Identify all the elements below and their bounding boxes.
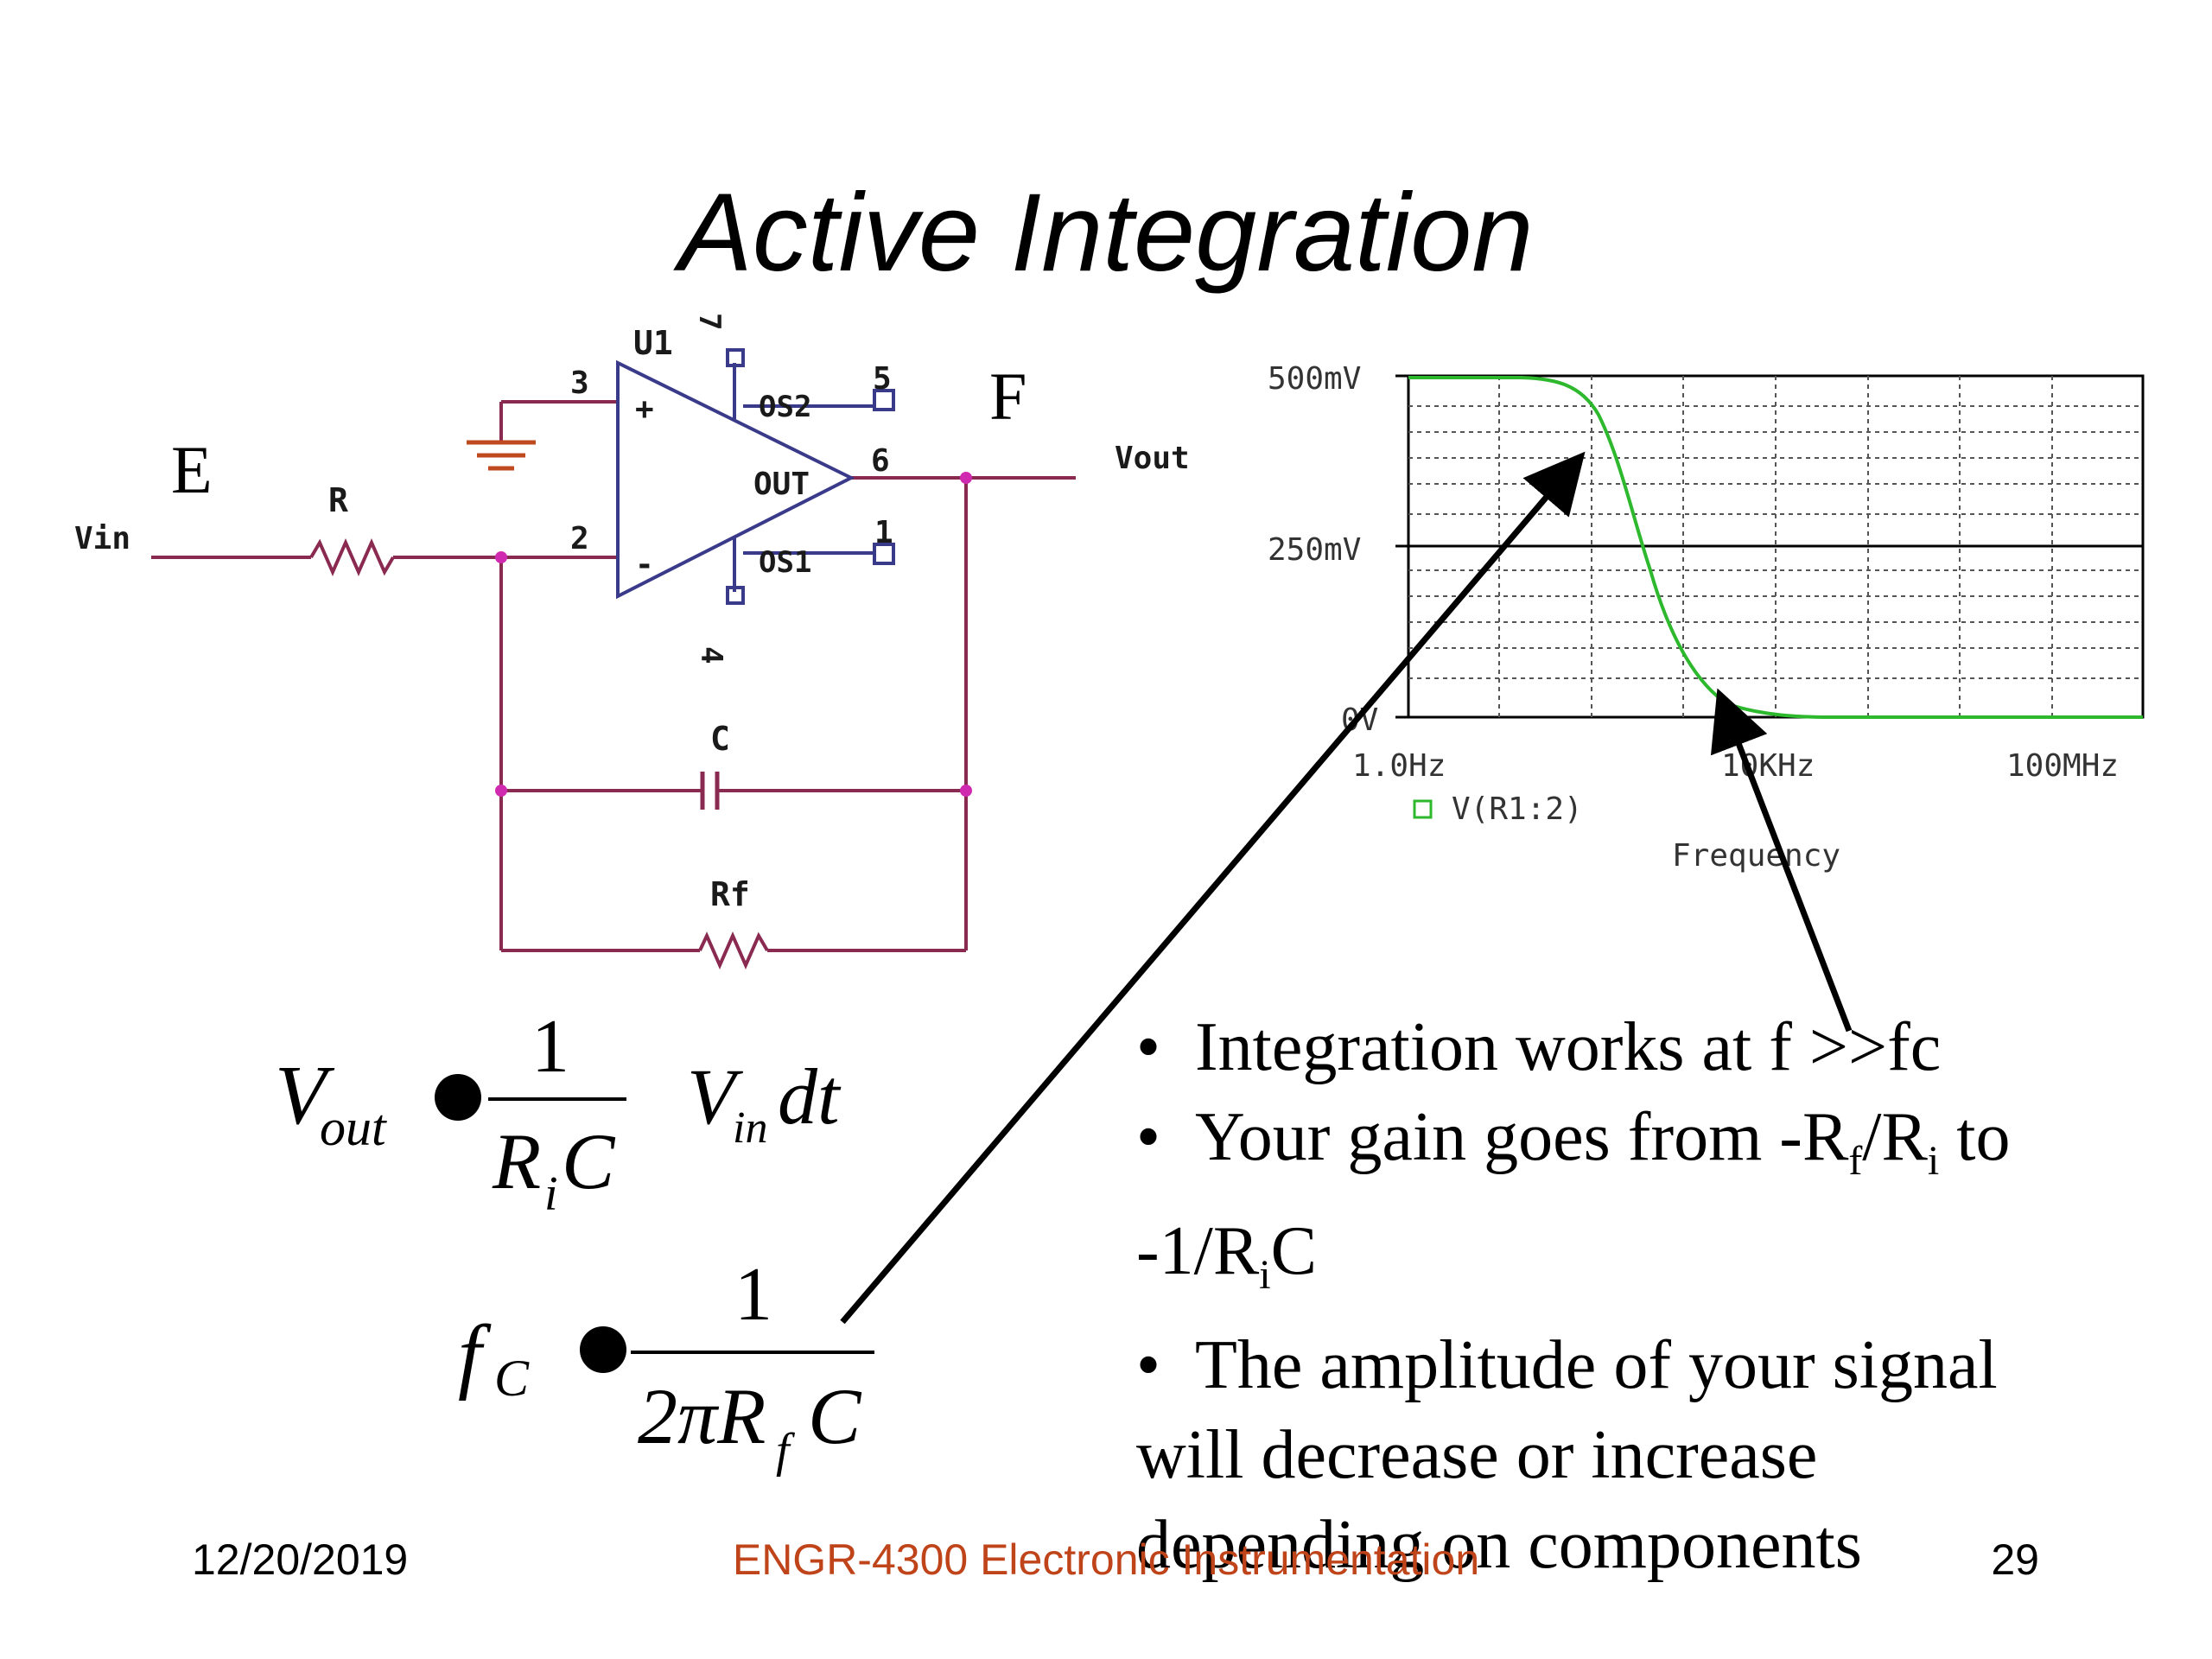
plus-input-label: + [635,391,654,427]
equals-symbol [435,1074,481,1121]
bullet-2-sub-i2: i [1259,1252,1271,1298]
equals-symbol [580,1326,626,1373]
bullet-2-text-d: -1/R [1136,1213,1260,1289]
fc-denominator: 2πR [638,1372,766,1460]
bullet-2-text-a: Your gain goes from -R [1195,1099,1849,1175]
resistor-rf-label: Rf [710,875,750,913]
node-f-label: F [989,359,1027,434]
bullet-2-text-c: to [1939,1099,2011,1175]
vout-denominator: R [492,1117,541,1205]
fc-numerator: 1 [734,1253,772,1337]
slide-title: Active Integration [678,171,1534,295]
differential: dt [778,1052,842,1141]
pin-4-label: 4 [694,646,728,664]
bullet-3-line-3: depending on components [1136,1500,2173,1590]
os1-label: OS1 [759,545,811,580]
vout-label: Vout [1115,441,1190,476]
y-tick-250mv: 250mV [1268,532,1361,568]
fc-symbol: f [458,1308,492,1402]
x-axis-label: Frequency [1672,838,1840,874]
vout-symbol: V [275,1049,335,1142]
bullet-2-sub-i: i [1927,1138,1940,1184]
integrand-symbol: V [687,1052,744,1141]
pin-3-label: 3 [570,365,589,401]
pin-2-label: 2 [570,521,589,556]
pin-1-label: 1 [874,515,893,550]
integrand-subscript: in [733,1103,767,1153]
bullet-list: • Integration works at f >>fc • Your gai… [1136,1002,2173,1590]
out-pin-label: OUT [753,467,810,502]
footer-course-title: ENGR-4300 Electronic Instrumentation [732,1535,1480,1584]
fc-denominator-sub: f [776,1424,796,1478]
bullet-3-line-2: will decrease or increase [1136,1410,2173,1500]
bullet-3-text-a: The amplitude of your signal [1195,1327,1998,1403]
footer-date: 12/20/2019 [192,1535,409,1584]
minus-input-label: - [635,547,654,582]
footer-page-number: 29 [1991,1535,2039,1584]
bullet-3-text-c: depending on components [1136,1507,1862,1583]
vout-denominator-sub: i [544,1167,558,1221]
bullet-3-text-b: will decrease or increase [1136,1417,1818,1493]
bullet-2: • Your gain goes from -Rf/Ri to [1136,1099,2011,1184]
legend-label: V(R1:2) [1452,791,1583,827]
bullet-2-continued: -1/RiC [1136,1206,2173,1320]
fc-subscript: C [494,1350,530,1407]
bullet-1-text: Integration works at f >>fc [1195,1009,1942,1085]
pin-7-label: 7 [692,313,727,330]
arrow-to-rolloff [1710,688,1853,1033]
x-tick-1hz: 1.0Hz [1352,748,1446,784]
arrow-to-cutoff [840,451,1586,1325]
vin-label: Vin [74,521,130,556]
node-e-label: E [171,432,213,507]
vout-numerator: 1 [531,1005,569,1089]
os2-label: OS2 [759,390,811,424]
bullet-1: • Integration works at f >>fc [1136,1009,1942,1085]
vout-denominator-tail: C [562,1117,616,1205]
resistor-r-label: R [328,481,348,519]
y-tick-500mv: 500mV [1268,361,1361,397]
fc-denominator-tail: C [808,1372,862,1460]
x-tick-100mhz: 100MHz [2006,748,2119,784]
legend-marker [1413,799,1433,819]
capacitor-c-label: C [710,720,730,758]
bullet-3: • The amplitude of your signal [1136,1327,1998,1403]
vout-subscript: out [320,1099,387,1156]
pin-5-label: 5 [873,361,892,397]
opamp-ref-label: U1 [633,324,673,362]
pin-6-label: 6 [871,443,890,479]
bullet-2-text-e: C [1270,1213,1317,1289]
bullet-2-text-b: /R [1862,1099,1928,1175]
bullet-2-sub-f: f [1848,1138,1863,1184]
